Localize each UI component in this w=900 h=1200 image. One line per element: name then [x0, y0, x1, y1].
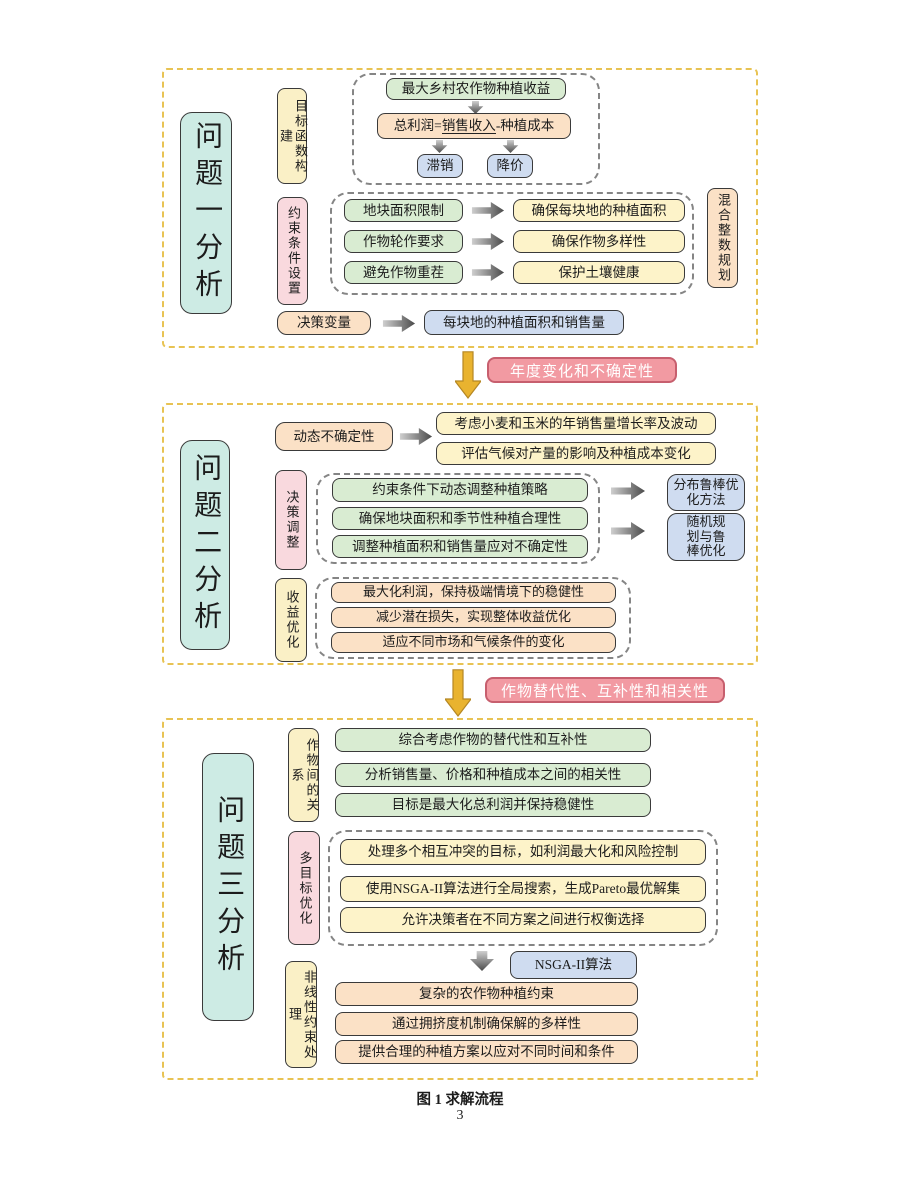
arrow-right-icon [381, 315, 417, 332]
problem1-section [162, 68, 758, 348]
objective-function-label: 目标函数构建 [277, 88, 308, 184]
arrow-down-icon [467, 101, 484, 114]
formula-suffix: -种植成本 [495, 118, 555, 134]
nonlinear-box: 提供合理的种植方案以应对不同时间和条件 [335, 1040, 638, 1064]
formula-box: 总利润=销售收入-种植成本 [377, 113, 571, 139]
multi-objective-box: 处理多个相互冲突的目标，如利润最大化和风险控制 [340, 839, 706, 865]
arrow-down-icon [431, 140, 448, 153]
revenue-box: 减少潜在损失，实现整体收益优化 [331, 607, 616, 628]
outcome-price-cut-box: 降价 [487, 154, 533, 178]
constraint-from-box: 地块面积限制 [344, 199, 463, 222]
constraint-from-box: 作物轮作要求 [344, 230, 463, 253]
formula-prefix: 总利润= [393, 118, 442, 134]
decision-adjust-box: 调整种植面积和销售量应对不确定性 [332, 535, 588, 558]
arrow-right-icon [471, 202, 505, 219]
arrow-right-icon [471, 264, 505, 281]
stochastic-robust-method-box: 随机规划与鲁棒优化 [667, 513, 745, 561]
problem3-title: 问题三分析 [202, 753, 254, 1021]
page-number: 3 [456, 1108, 464, 1123]
multi-objective-group [328, 830, 718, 946]
constraint-from-box: 避免作物重茬 [344, 261, 463, 284]
arrow-right-icon [610, 522, 646, 540]
problem1-title: 问题一分析 [180, 112, 232, 314]
crop-relations-label: 作物间的关系 [288, 728, 319, 822]
arrow-right-icon [610, 482, 646, 500]
revenue-box: 最大化利润，保持极端情境下的稳健性 [331, 582, 616, 603]
arrow-right-icon [471, 233, 505, 250]
arrow-down-icon [502, 140, 519, 153]
multi-objective-box: 允许决策者在不同方案之间进行权衡选择 [340, 907, 706, 933]
revenue-optimization-group [315, 577, 631, 659]
decision-adjust-label: 决策调整 [275, 470, 307, 570]
constraint-to-box: 确保作物多样性 [513, 230, 685, 253]
nonlinear-constraints-label: 非线性约束处理 [285, 961, 317, 1068]
transition2-label: 作物替代性、互补性和相关性 [485, 677, 725, 703]
nonlinear-box: 复杂的农作物种植约束 [335, 982, 638, 1006]
constraints-label: 约束条件设置 [277, 197, 308, 305]
figure-caption: 图 1 求解流程 [416, 1092, 504, 1108]
gold-arrow-down-icon [453, 351, 483, 399]
decision-variable-box: 每块地的种植面积和销售量 [424, 310, 624, 335]
objective-goal-box: 最大乡村农作物种植收益 [386, 78, 566, 100]
revenue-box: 适应不同市场和气候条件的变化 [331, 632, 616, 653]
decision-adjust-box: 约束条件下动态调整种植策略 [332, 478, 588, 502]
outcome-slow-sales-box: 滞销 [417, 154, 463, 178]
problem2-title: 问题二分析 [180, 440, 230, 650]
decision-adjust-group [316, 473, 600, 564]
constraint-to-box: 保护土壤健康 [513, 261, 685, 284]
dynamic-uncertainty-box: 评估气候对产量的影响及种植成本变化 [436, 442, 716, 465]
constraints-group [330, 192, 694, 295]
multi-objective-label: 多目标优化 [288, 831, 320, 945]
multi-objective-box: 使用NSGA-II算法进行全局搜索，生成Pareto最优解集 [340, 876, 706, 902]
decision-variable-label: 决策变量 [277, 311, 371, 335]
distributionally-robust-method-box: 分布鲁棒优化方法 [667, 474, 745, 511]
crop-relations-box: 分析销售量、价格和种植成本之间的相关性 [335, 763, 651, 787]
dynamic-uncertainty-box: 考虑小麦和玉米的年销售量增长率及波动 [436, 412, 716, 435]
nonlinear-box: 通过拥挤度机制确保解的多样性 [335, 1012, 638, 1036]
nsga2-algorithm-box: NSGA-II算法 [510, 951, 637, 979]
crop-relations-box: 目标是最大化总利润并保持稳健性 [335, 793, 651, 817]
decision-adjust-box: 确保地块面积和季节性种植合理性 [332, 507, 588, 530]
mixed-integer-programming-label: 混合整数规划 [707, 188, 738, 288]
transition1-label: 年度变化和不确定性 [487, 357, 677, 383]
dynamic-uncertainty-label: 动态不确定性 [275, 422, 393, 451]
arrow-down-icon [470, 949, 494, 973]
constraint-to-box: 确保每块地的种植面积 [513, 199, 685, 222]
objective-group [352, 73, 600, 185]
problem2-section [162, 403, 758, 665]
crop-relations-box: 综合考虑作物的替代性和互补性 [335, 728, 651, 752]
formula-underlined: 销售收入 [441, 117, 496, 135]
arrow-right-icon [399, 428, 433, 445]
problem3-section [162, 718, 758, 1080]
gold-arrow-down-icon [443, 669, 473, 717]
revenue-optimization-label: 收益优化 [275, 578, 307, 662]
